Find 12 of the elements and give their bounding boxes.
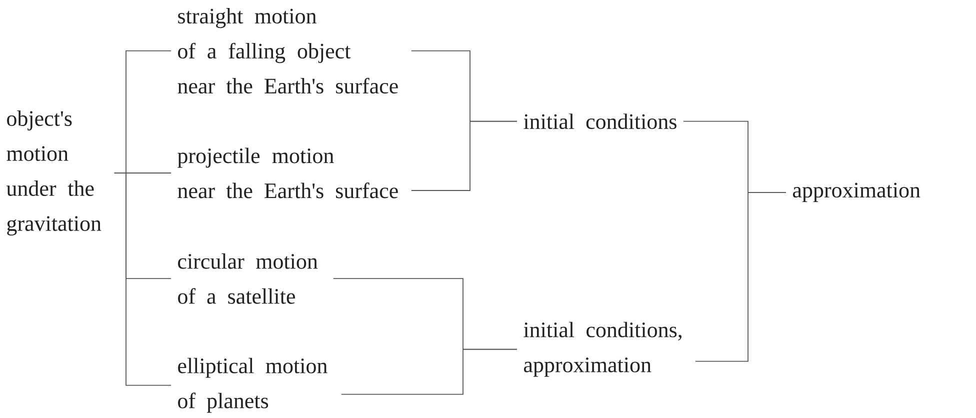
text-label: circular motion of a satellite: [178, 253, 318, 304]
text-label: initial conditions, approximation: [524, 322, 682, 377]
connector-line: [694, 192, 786, 362]
text-label: initial conditions: [524, 114, 676, 130]
text-label: approximation: [792, 182, 920, 202]
text-label: straight motion of a falling object near the Earth's surface: [178, 8, 398, 94]
connector-line: [410, 120, 518, 191]
connector-line: [340, 348, 518, 395]
connector-line: [114, 172, 172, 386]
text-label: projectile motion near the Earth's surface: [178, 148, 398, 198]
text-label: object's motion under the gravitation: [6, 110, 102, 236]
text-label: elliptical motion of planets: [178, 358, 328, 413]
